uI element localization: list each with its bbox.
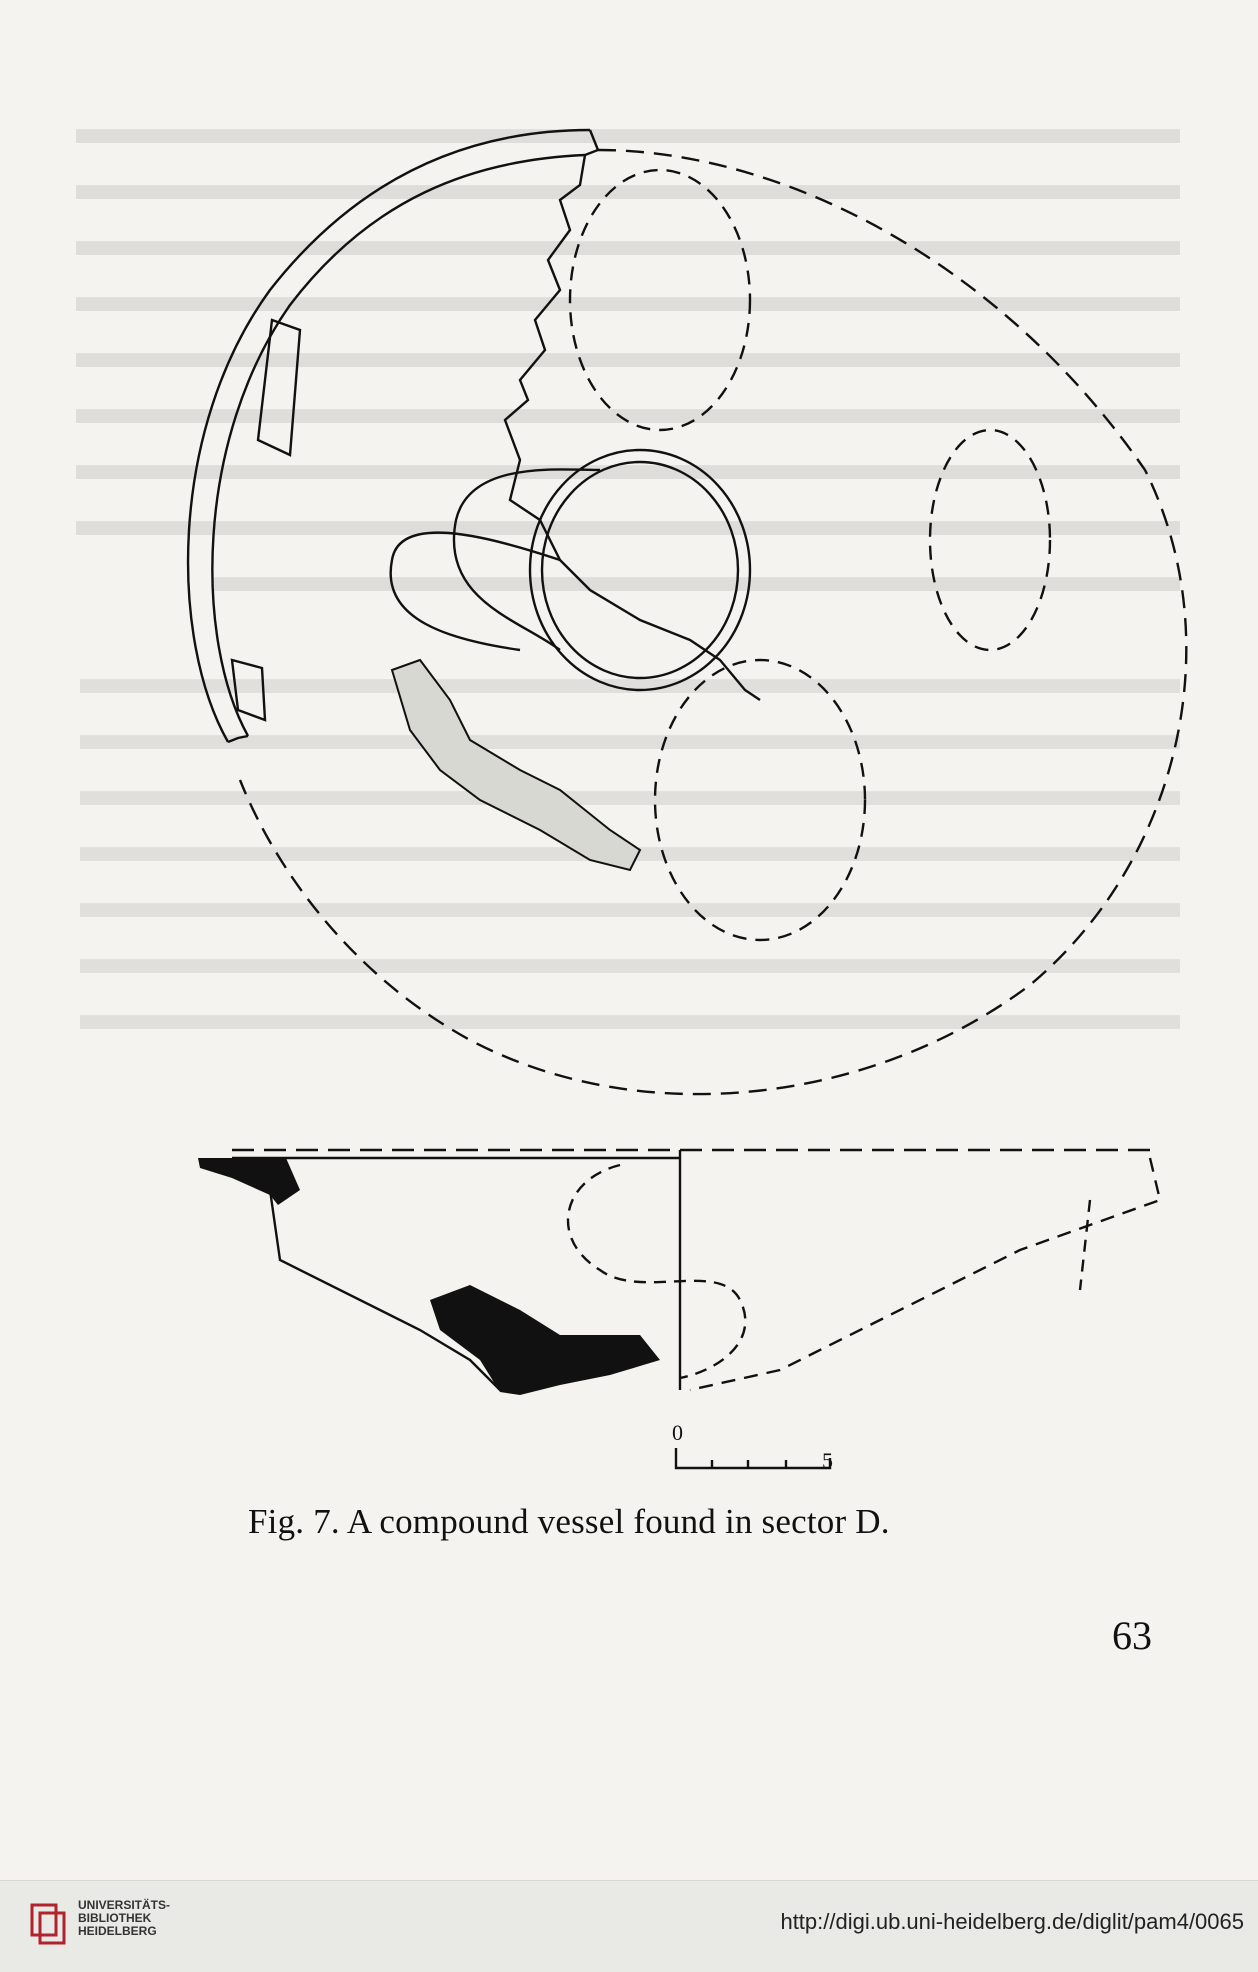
sherd-section-hatched — [390, 658, 642, 872]
profile-inner-dashed — [1078, 1199, 1092, 1291]
break-line-left — [227, 734, 249, 744]
scale-label-five: 5 — [822, 1448, 833, 1473]
lower-bowl-dashed — [653, 658, 867, 942]
library-name: UNIVERSITÄTS- BIBLIOTHEK HEIDELBERG — [78, 1899, 170, 1938]
library-logo-icon — [30, 1903, 66, 1945]
left-bowl-ring — [452, 468, 601, 651]
vessel-drawing — [186, 128, 1188, 1470]
profile-bowl-dashed — [566, 1163, 747, 1380]
show-through-text: ▬▬▬▬▬▬▬▬▬▬▬▬▬▬▬▬▬▬▬▬▬▬▬▬▬▬▬▬▬▬▬▬▬▬▬▬▬▬▬▬… — [80, 652, 1180, 1039]
center-bowl-outer — [528, 448, 752, 692]
vessel-rim-solid-arc — [186, 128, 591, 743]
library-name-line1: UNIVERSITÄTS- — [78, 1898, 171, 1912]
library-name-line2: BIBLIOTHEK — [78, 1911, 152, 1925]
vessel-rim-dashed — [238, 148, 1188, 1096]
top-bowl-dashed — [568, 168, 752, 432]
rim-strip — [256, 318, 302, 457]
profile-section-body — [430, 1285, 660, 1395]
rim-strip-2 — [230, 658, 267, 722]
profile-section-rim — [198, 1158, 300, 1205]
footer-bar: UNIVERSITÄTS- BIBLIOTHEK HEIDELBERG http… — [0, 1880, 1258, 1972]
break-line-top — [584, 129, 600, 157]
scale-label-zero: 0 — [672, 1420, 683, 1445]
scanned-page: ▬▬▬▬▬▬▬▬▬▬▬▬▬▬▬▬▬▬▬▬▬▬▬▬▬▬▬▬▬▬▬▬▬▬▬▬▬▬▬▬… — [76, 102, 1188, 1658]
vessel-rim-inner-arc — [211, 153, 586, 737]
source-url-link[interactable]: http://digi.ub.uni-heidelberg.de/diglit/… — [780, 1909, 1244, 1934]
profile-left-wall — [268, 1189, 501, 1391]
center-bowl-inner — [540, 460, 740, 680]
left-bowl-solid — [389, 531, 561, 652]
page-number: 63 — [1112, 1613, 1152, 1658]
library-name-line3: HEIDELBERG — [78, 1924, 157, 1938]
scale-bar — [674, 1448, 832, 1470]
profile-right-wall-dashed — [689, 1157, 1162, 1392]
right-bowl-dashed — [928, 428, 1052, 652]
figure-caption: Fig. 7. A compound vessel found in secto… — [248, 1502, 890, 1541]
sherd-break-edge — [503, 154, 761, 701]
